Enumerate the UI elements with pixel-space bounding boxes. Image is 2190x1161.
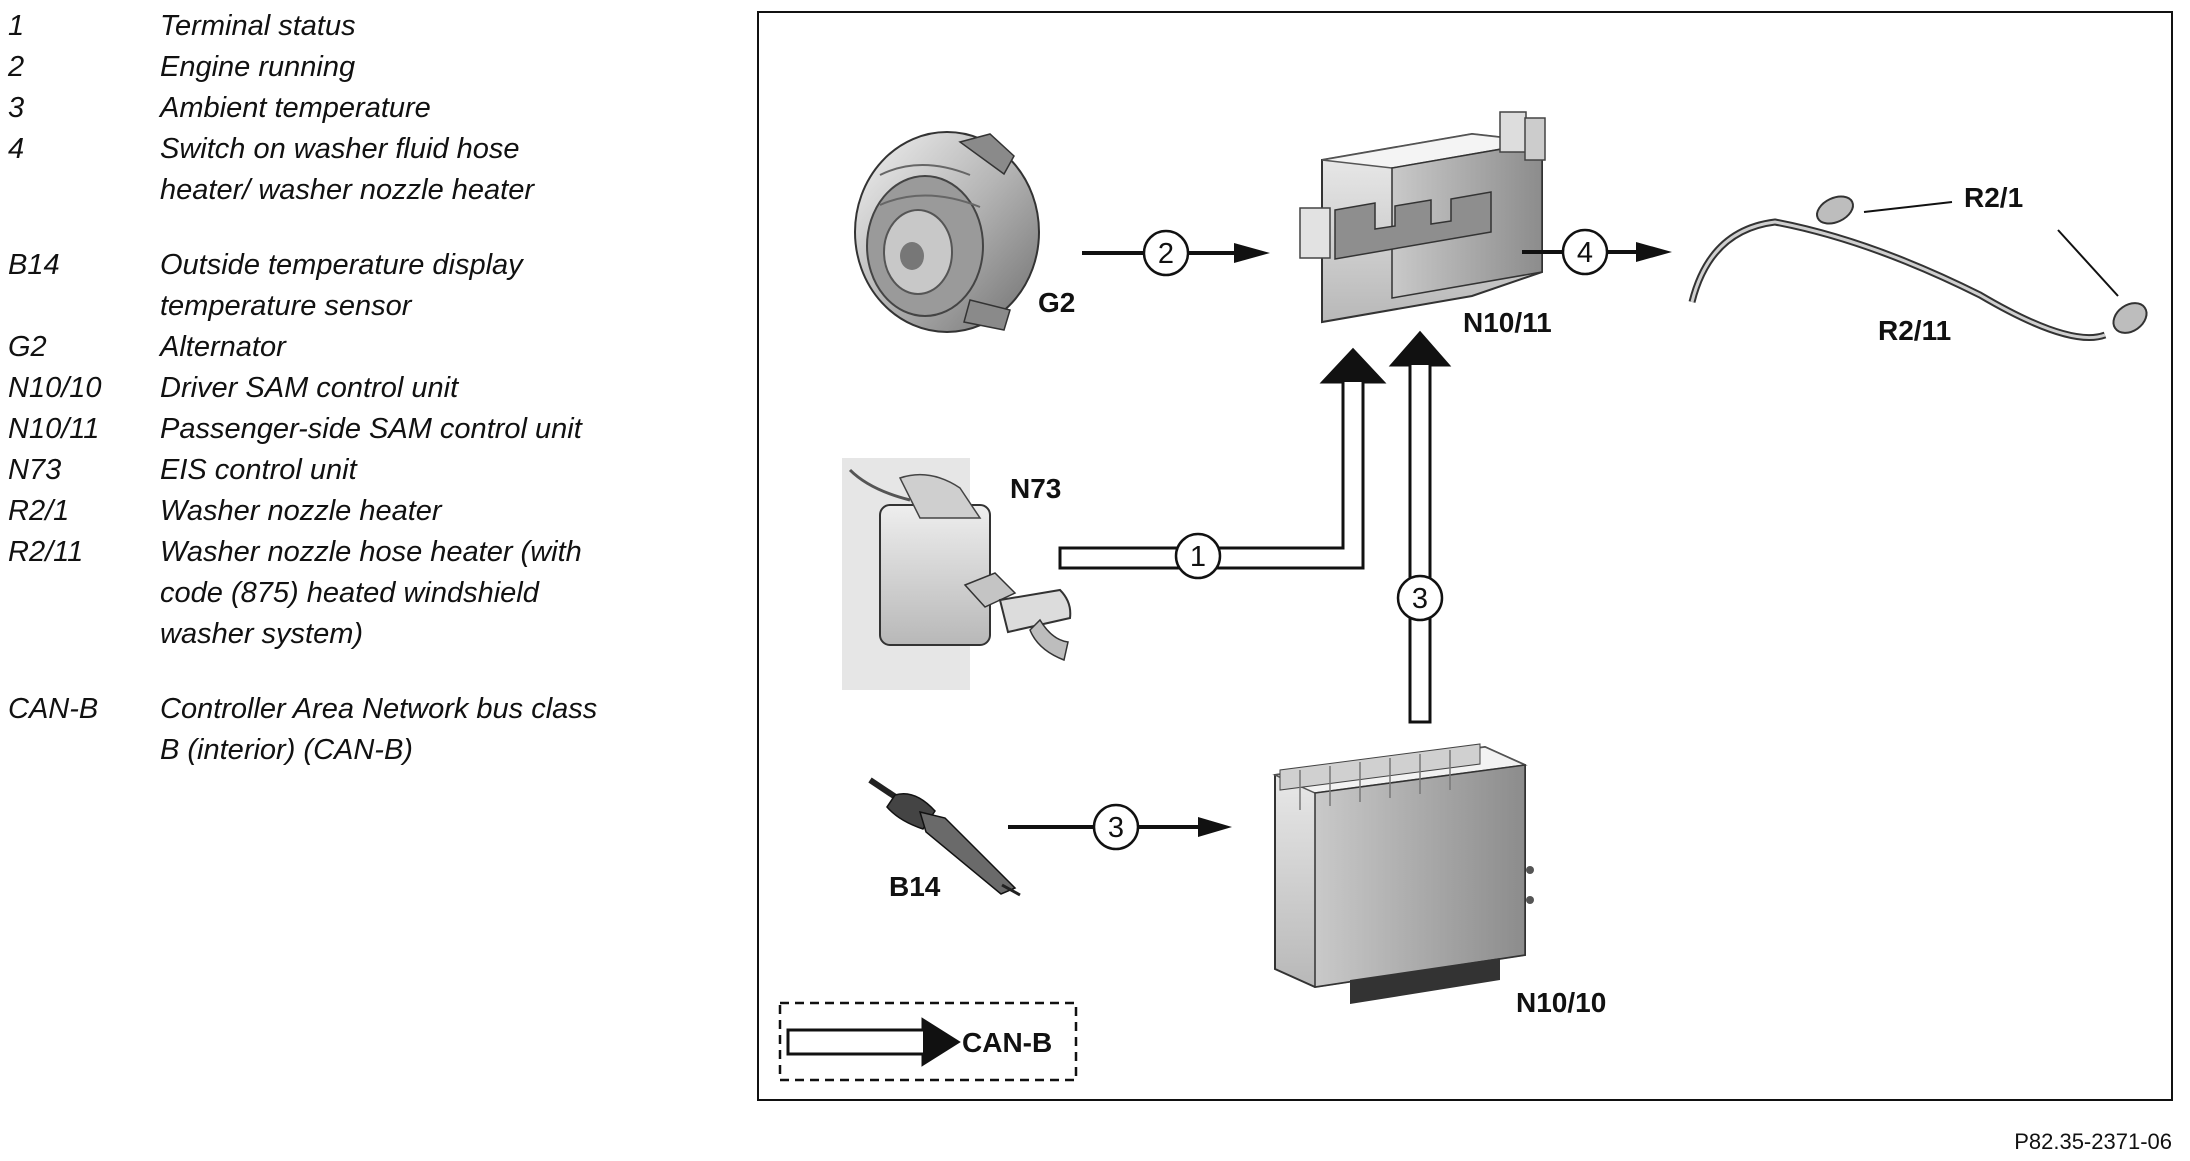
passenger-sam-n10-11-illustration — [1299, 111, 1546, 324]
legend-description-line: Terminal status — [160, 10, 356, 42]
label-b14: B14 — [889, 871, 941, 902]
legend-description: Alternator — [160, 327, 728, 368]
label-n73: N73 — [1010, 473, 1061, 504]
legend-description-line: EIS control unit — [160, 454, 357, 486]
legend-description: Terminal status — [160, 6, 728, 47]
legend-item: B14 Outside temperature display temperatur… — [8, 245, 728, 327]
legend-description-line: Controller Area Network bus class — [160, 693, 598, 725]
legend-description: Washer nozzle hose heater (with code (875… — [160, 532, 728, 655]
legend-item: 1 Terminal status — [8, 6, 728, 47]
legend-description: Controller Area Network bus class B (inte… — [160, 689, 728, 771]
legend-code: 1 — [8, 10, 25, 42]
label-n10-10: N10/10 — [1516, 987, 1606, 1018]
legend-description-line: Washer nozzle hose heater (with — [160, 536, 582, 568]
signal-number-3-b14: 3 — [1108, 812, 1124, 844]
legend-item: 2 Engine running — [8, 47, 728, 88]
driver-sam-n10-10-illustration — [1272, 743, 1534, 1004]
figure-code: P82.35-2371-06 — [2014, 1129, 2172, 1154]
legend-description: Driver SAM control unit — [160, 368, 728, 409]
label-g2: G2 — [1038, 287, 1075, 318]
legend-code: 3 — [8, 92, 25, 124]
legend-description: Outside temperature display temperature s… — [160, 245, 728, 327]
legend-item: R2/1 Washer nozzle heater — [8, 491, 728, 532]
legend-description: Switch on washer fluid hose heater/ washe… — [160, 129, 728, 211]
legend-description-line: Alternator — [160, 331, 286, 363]
arrow-b14-to-n10-10 — [1008, 803, 1232, 851]
legend-description-line: temperature sensor — [160, 290, 412, 322]
legend-code: CAN-B — [8, 693, 99, 725]
legend-description-line: Outside temperature display — [160, 249, 523, 281]
eis-n73-illustration — [842, 458, 1072, 690]
can-arrow-n73-to-n10-11 — [1058, 347, 1387, 580]
legend-code: N73 — [8, 454, 62, 486]
legend-item: N73 EIS control unit — [8, 450, 728, 491]
legend-description-line: B (interior) (CAN-B) — [160, 734, 413, 766]
alternator-g2-illustration — [854, 131, 1040, 333]
legend-item: 4 Switch on washer fluid hose heater/ wash… — [8, 129, 728, 211]
signal-number-2: 2 — [1158, 238, 1174, 270]
legend-description-line: washer system) — [160, 618, 364, 650]
legend-description-line: Passenger-side SAM control unit — [160, 413, 582, 445]
legend-code: R2/11 — [8, 536, 84, 568]
label-r2-11: R2/11 — [1878, 315, 1951, 346]
legend-description: Washer nozzle heater — [160, 491, 728, 532]
legend-code: B14 — [8, 249, 60, 281]
legend-description: Passenger-side SAM control unit — [160, 409, 728, 450]
legend-description-line: heater/ washer nozzle heater — [160, 174, 534, 206]
legend-description: Engine running — [160, 47, 728, 88]
temperature-sensor-b14-illustration — [868, 777, 1021, 897]
signal-number-1: 1 — [1190, 541, 1206, 573]
legend-code: R2/1 — [8, 495, 70, 527]
signal-number-4: 4 — [1577, 237, 1593, 269]
legend-item: 3 Ambient temperature — [8, 88, 728, 129]
label-r2-1: R2/1 — [1964, 182, 2023, 213]
legend-description-line: Engine running — [160, 51, 356, 83]
legend-code: N10/10 — [8, 372, 102, 404]
arrow-g2-to-n10-11 — [1082, 229, 1270, 277]
legend-item: N10/10 Driver SAM control unit — [8, 368, 728, 409]
can-arrow-n10-10-to-n10-11 — [1388, 330, 1452, 724]
can-b-key — [778, 1001, 1078, 1082]
washer-hose-heater-r2-11-illustration — [1688, 195, 2148, 341]
legend-code: G2 — [8, 331, 47, 363]
legend: 1 Terminal status 2 Engine running 3 Ambient … — [8, 6, 728, 771]
legend-code: 4 — [8, 133, 25, 165]
legend-description-line: Ambient temperature — [160, 92, 431, 124]
legend-code: 2 — [8, 51, 25, 83]
legend-item: R2/11 Washer nozzle hose heater (with code… — [8, 532, 728, 655]
legend-description-line: Driver SAM control unit — [160, 372, 459, 404]
signal-number-3-n10-10: 3 — [1412, 583, 1428, 615]
diagram-frame — [757, 11, 2173, 1101]
legend-description: Ambient temperature — [160, 88, 728, 129]
arrow-n10-11-to-r2 — [1522, 228, 1672, 276]
legend-item: G2 Alternator — [8, 327, 728, 368]
legend-description-line: code (875) heated windshield — [160, 577, 539, 609]
can-b-key-label: CAN-B — [962, 1027, 1052, 1058]
legend-item: CAN-B Controller Area Network bus class B … — [8, 689, 728, 771]
legend-item: N10/11 Passenger-side SAM control unit — [8, 409, 728, 450]
label-n10-11: N10/11 — [1463, 307, 1552, 338]
legend-description: EIS control unit — [160, 450, 728, 491]
legend-code: N10/11 — [8, 413, 100, 445]
legend-description-line: Washer nozzle heater — [160, 495, 442, 527]
legend-description-line: Switch on washer fluid hose — [160, 133, 520, 165]
